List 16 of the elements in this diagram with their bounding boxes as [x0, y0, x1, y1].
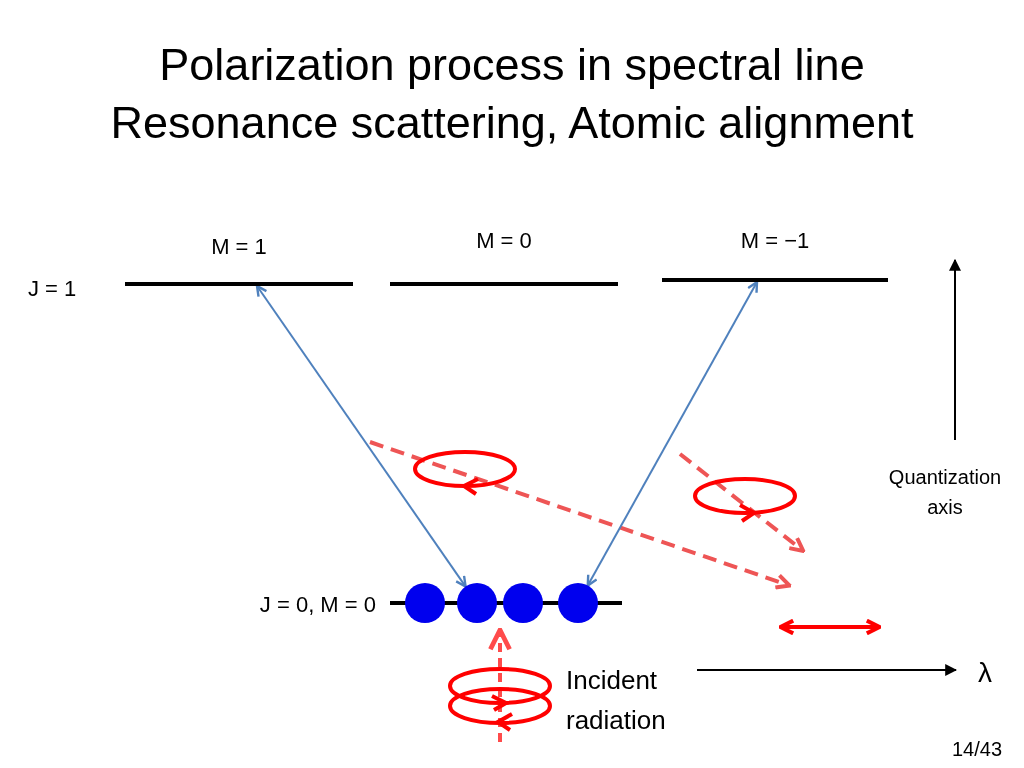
energy-sublevel: [125, 236, 353, 286]
sublevel-label: M = −1: [740, 230, 810, 252]
energy-sublevel: [662, 230, 888, 282]
axis-label: λ: [978, 656, 992, 690]
edge-label: Incident radiation: [566, 664, 667, 737]
axis-label: Quantization axis: [887, 465, 1003, 520]
energy-sublevel: [390, 230, 618, 286]
level-label: J = 1: [28, 275, 77, 303]
slide-title: Polarization process in spectral line Resonance scattering, Atomic alignment: [109, 38, 915, 150]
arrow: [488, 627, 512, 742]
page-number: 14/43: [952, 737, 1003, 762]
sublevel-label: M = 1: [211, 236, 267, 258]
level-label: J = 0, M = 0: [259, 591, 376, 619]
arrow: [255, 284, 467, 588]
sublevel-label: M = 0: [476, 230, 532, 252]
arrow: [586, 280, 759, 587]
